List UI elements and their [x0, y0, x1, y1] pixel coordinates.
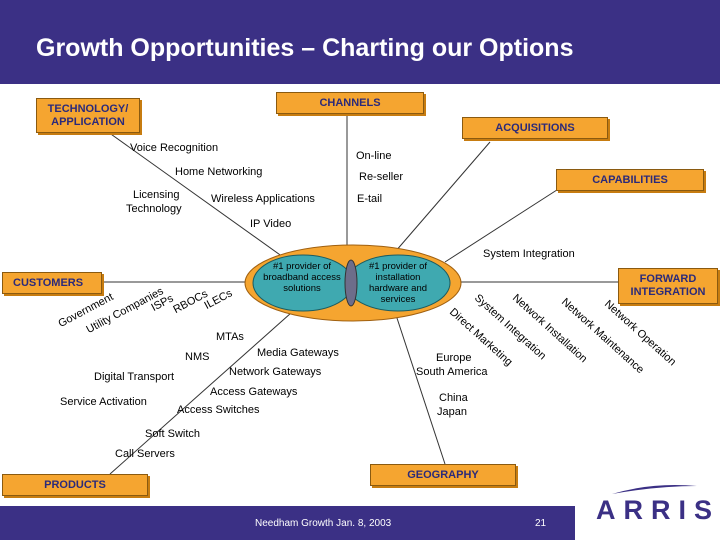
- channel-item: Re-seller: [359, 171, 404, 183]
- category-geography: GEOGRAPHY: [370, 464, 516, 486]
- category-products: PRODUCTS: [2, 474, 148, 496]
- line-capabilities: [444, 187, 561, 263]
- tech-item: Technology: [126, 203, 182, 215]
- page-number: 21: [535, 518, 547, 529]
- product-item: Access Switches: [177, 404, 260, 416]
- category-channels: CHANNELS: [276, 92, 424, 114]
- product-item: NMS: [185, 351, 210, 363]
- footer-text: Needham Growth Jan. 8, 2003: [255, 518, 392, 529]
- geography-item: China: [439, 392, 468, 404]
- arris-logo: ARRIS: [596, 495, 720, 525]
- product-item: Soft Switch: [145, 428, 201, 440]
- category-technology: TECHNOLOGY/ APPLICATION: [36, 98, 140, 133]
- category-capabilities: CAPABILITIES: [556, 169, 704, 191]
- line-geography: [394, 311, 446, 465]
- channel-item: On-line: [356, 150, 392, 162]
- product-item: Service Activation: [60, 396, 147, 408]
- tech-item: Voice Recognition: [130, 142, 219, 154]
- product-item: Network Gateways: [229, 366, 322, 378]
- line-acquisitions: [394, 141, 491, 253]
- geography-item: Japan: [437, 406, 467, 418]
- category-forward-integration: FORWARD INTEGRATION: [618, 268, 718, 304]
- circle-overlap: [344, 259, 358, 307]
- product-item: Access Gateways: [210, 386, 298, 398]
- geography-item: South America: [416, 366, 488, 378]
- tech-item: Home Networking: [175, 166, 263, 178]
- slide-title: Growth Opportunities – Charting our Opti…: [36, 34, 574, 62]
- tech-item: Wireless Applications: [211, 193, 315, 205]
- header-divider: [0, 84, 720, 90]
- channel-item: E-tail: [357, 193, 383, 205]
- line-technology: [107, 131, 291, 263]
- category-acquisitions: ACQUISITIONS: [462, 117, 608, 139]
- tech-item: Licensing: [133, 189, 180, 201]
- right-circle-text: #1 provider of installation hardware and…: [368, 261, 428, 305]
- capability-item: System Integration: [483, 248, 575, 260]
- logo-swoosh-icon: [612, 485, 697, 494]
- tech-item: IP Video: [250, 218, 292, 230]
- header-bar: [0, 0, 720, 84]
- product-item: MTAs: [216, 331, 244, 343]
- geography-item: Europe: [436, 352, 472, 364]
- product-item: Call Servers: [115, 448, 175, 460]
- line-products: [109, 304, 301, 475]
- product-item: Media Gateways: [257, 347, 339, 359]
- left-circle-text: #1 provider of broadband access solution…: [263, 261, 341, 294]
- product-item: Digital Transport: [94, 371, 175, 383]
- category-customers: CUSTOMERS: [2, 272, 102, 294]
